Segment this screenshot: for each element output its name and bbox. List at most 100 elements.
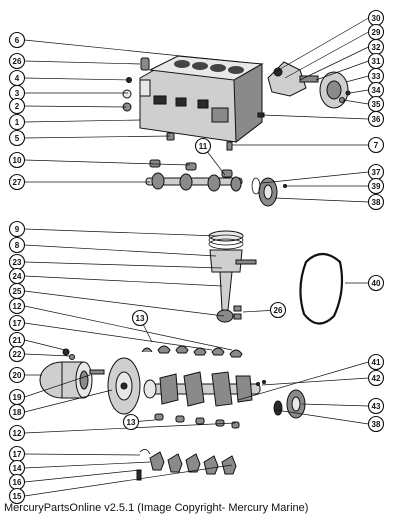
callout-number: 14 <box>13 464 22 473</box>
callout-number: 4 <box>15 74 20 83</box>
leader-line-17 <box>24 453 141 456</box>
leader-line-14 <box>24 461 151 469</box>
callout-21: 21 <box>8 331 26 349</box>
callout-number: 37 <box>372 168 381 177</box>
crankshaft <box>143 371 266 407</box>
callout-13: 13 <box>122 413 140 431</box>
callout-25: 25 <box>8 282 26 300</box>
crank-gear <box>273 389 306 419</box>
callout-circle <box>8 236 26 254</box>
leader-lines <box>24 17 369 497</box>
callout-number: 35 <box>372 100 381 109</box>
leader-line-33 <box>345 75 369 83</box>
drive-belt <box>299 252 344 325</box>
callout-number: 25 <box>13 287 22 296</box>
callout-number: 18 <box>13 408 22 417</box>
engine-block <box>139 55 264 143</box>
callout-10: 10 <box>8 151 26 169</box>
callout-number: 26 <box>13 57 22 66</box>
callout-35: 35 <box>367 95 385 113</box>
callout-16: 16 <box>8 473 26 491</box>
leader-line-1 <box>24 119 141 123</box>
callout-circle <box>8 151 26 169</box>
callout-number: 12 <box>13 302 22 311</box>
callout-number: 19 <box>13 393 22 402</box>
callout-number: 40 <box>372 279 381 288</box>
callout-number: 6 <box>15 36 20 45</box>
callout-18: 18 <box>8 403 26 421</box>
callout-circle <box>8 31 26 49</box>
callout-5: 5 <box>8 129 26 147</box>
callout-number: 39 <box>372 182 381 191</box>
callout-number: 12 <box>13 429 22 438</box>
leader-line-24 <box>24 275 223 287</box>
callout-number: 24 <box>13 272 22 281</box>
leader-line-43 <box>301 403 369 407</box>
leader-line-19 <box>24 374 91 398</box>
callout-circle <box>367 397 385 415</box>
callout-41: 41 <box>367 353 385 371</box>
callout-7: 7 <box>367 136 385 154</box>
callout-30: 30 <box>367 9 385 27</box>
callout-6: 6 <box>8 31 26 49</box>
callout-31: 31 <box>367 52 385 70</box>
leader-line-41 <box>237 361 369 401</box>
leader-line-16 <box>24 469 141 483</box>
rod-bearings <box>154 413 240 429</box>
leader-line-5 <box>24 135 171 139</box>
leader-line-12 <box>24 305 233 351</box>
callout-24: 24 <box>8 267 26 285</box>
callout-number: 26 <box>274 306 283 315</box>
callout-27: 27 <box>8 173 26 191</box>
callout-22: 22 <box>8 345 26 363</box>
leader-line-36 <box>261 114 369 120</box>
leader-line-4 <box>24 77 131 81</box>
camshaft <box>145 159 243 192</box>
callout-number: 31 <box>372 57 381 66</box>
callout-23: 23 <box>8 253 26 271</box>
callout-32: 32 <box>367 38 385 56</box>
callout-circle <box>8 220 26 238</box>
leader-line-9 <box>24 228 219 237</box>
callout-number: 17 <box>13 319 22 328</box>
leader-line-32 <box>299 46 369 81</box>
water-pump <box>267 61 351 109</box>
leader-line-35 <box>342 99 369 105</box>
callout-26: 26 <box>8 52 26 70</box>
callout-circle <box>8 173 26 191</box>
callout-circle <box>8 129 26 147</box>
callout-circle <box>8 297 26 315</box>
callout-number: 38 <box>372 420 381 429</box>
callout-number: 29 <box>372 28 381 37</box>
callout-20: 20 <box>8 366 26 384</box>
callout-26: 26 <box>269 301 287 319</box>
callout-circle <box>367 193 385 211</box>
callout-number: 5 <box>15 134 20 143</box>
callout-39: 39 <box>367 177 385 195</box>
callout-2: 2 <box>8 97 26 115</box>
callout-circle <box>367 177 385 195</box>
main-bearings <box>141 345 243 358</box>
callout-36: 36 <box>367 110 385 128</box>
callout-number: 9 <box>15 225 20 234</box>
callout-11: 11 <box>194 137 212 155</box>
leader-line-34 <box>349 89 369 94</box>
callout-number: 23 <box>13 258 22 267</box>
callout-circle <box>8 97 26 115</box>
callout-9: 9 <box>8 220 26 238</box>
callout-number: 43 <box>372 402 381 411</box>
callout-circle <box>367 353 385 371</box>
flywheel <box>107 357 141 415</box>
leader-line-17 <box>24 322 213 351</box>
callout-1: 1 <box>8 113 26 131</box>
leader-line-15 <box>24 464 233 497</box>
callout-number: 17 <box>13 450 22 459</box>
callout-number: 7 <box>374 141 379 150</box>
callout-17: 17 <box>8 445 26 463</box>
callout-37: 37 <box>367 163 385 181</box>
leader-line-37 <box>261 171 369 184</box>
callout-43: 43 <box>367 397 385 415</box>
callout-circle <box>8 314 26 332</box>
callout-circle <box>367 136 385 154</box>
callout-number: 13 <box>136 314 145 323</box>
